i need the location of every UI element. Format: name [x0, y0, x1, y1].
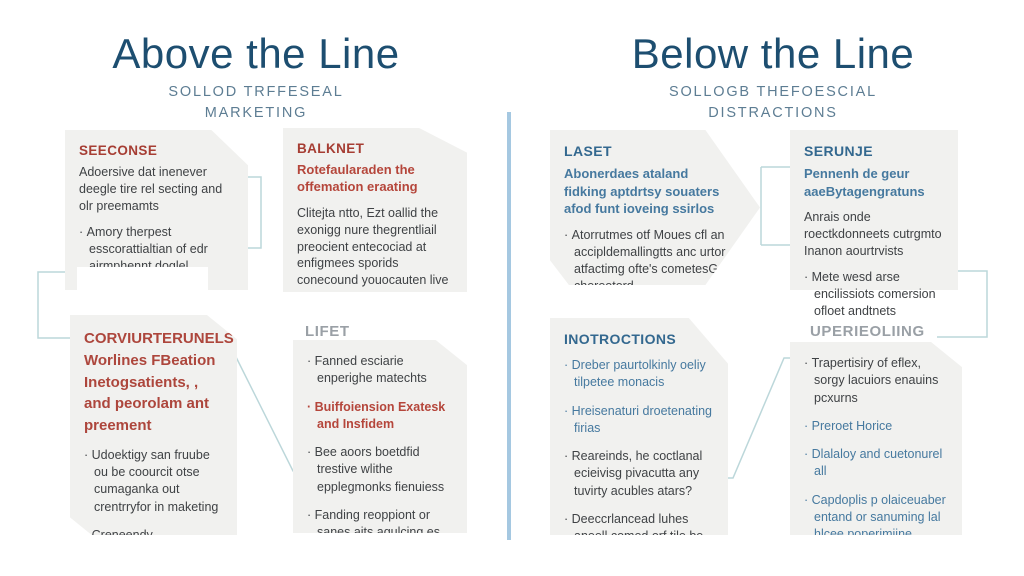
card-seeconse-body: Adoersive dat inenever deegle tire rel s… [79, 165, 223, 213]
card-balknet-body: Clitejta ntto, Ezt oallid the exonigg nu… [297, 205, 449, 305]
card-seeconse-title: SEECONSE [79, 143, 158, 158]
card-laset: LASET Abonerdaes ataland fidking aptdrts… [550, 130, 760, 285]
left-subtitle-line2: MARKETING [204, 105, 308, 122]
card-corviurterunels-bullet-2: Creneendy enocurpacting chrina orlaofit … [84, 527, 223, 535]
right-subtitle-line1: SOLLOGB THEFOESCIAL [669, 84, 877, 100]
card-corviurterunels: CORVIURTERUNELS Worlines FBeation Inetog… [70, 315, 237, 535]
card-serunje-subtitle: Pennenh de geur aaeBytagengratuns [804, 166, 925, 199]
center-divider-line [507, 112, 511, 540]
card-serunje-body: Anrais onde roectkdonneets cutrgmto Inan… [804, 210, 942, 258]
card-serunje-bullet: Mete wesd arse encilissiots comersion of… [804, 269, 944, 321]
card-laset-subtitle: Abonerdaes ataland fidking aptdrtsy soua… [564, 166, 720, 217]
card-uperieoliing-bullet-1: Trapertisiry of eflex, sorgy lacuiors en… [804, 355, 948, 407]
card-laset-bullet: Atorrutmes otf Moues cfl an accipldemall… [564, 227, 742, 285]
left-column-subtitle: SOLLOD TRFFESEAL MARKETING [26, 82, 486, 124]
card-balknet: BALKNET Rotefaularaden the offemation er… [283, 128, 467, 292]
card-uperieoliing-bullet-4: Capdoplis p olaiceuaber entand or sanumi… [804, 492, 948, 536]
card-lifet: Fanned esciarie enperighe matechts Buiff… [293, 340, 467, 533]
card-balknet-subtitle: Rotefaularaden the offemation eraating [297, 162, 418, 194]
card-seeconse: SEECONSE Adoersive dat inenever deegle t… [65, 130, 248, 290]
right-column-subtitle: SOLLOGB THEFOESCIAL DISTRACTIONS [543, 82, 1003, 124]
card-inotroctions-bullet-1: Dreber paurtolkinly oeliy tilpetee monac… [564, 357, 714, 392]
card-corviurterunels-bullet-1: Udoektigy san fruube ou be coourcit otse… [84, 447, 223, 516]
left-column-title: Above the Line [112, 30, 400, 77]
card-inotroctions-title: INOTROCTIONS [564, 331, 677, 347]
card-uperieoliing: Trapertisiry of eflex, sorgy lacuiors en… [790, 342, 962, 535]
card-inotroctions-bullet-3: Reareinds, he coctlanal ecieivisg pivacu… [564, 448, 714, 500]
card-uperieoliing-title: UPERIEOLIING [810, 323, 925, 340]
card-serunje-title: SERUNJE [804, 143, 873, 159]
card-serunje: SERUNJE Pennenh de geur aaeBytagengratun… [790, 130, 958, 318]
card-lifet-bullet-4: Fanding reoppiont or sanes aits agulcing… [307, 507, 453, 533]
card-inotroctions: INOTROCTIONS Dreber paurtolkinly oeliy t… [550, 318, 728, 535]
card-inotroctions-bullet-4: Deeccrlancead luhes aneell comed orf til… [564, 511, 714, 535]
card-corviurterunels-title: CORVIURTERUNELS Worlines FBeation Inetog… [84, 330, 234, 434]
card-laset-title: LASET [564, 143, 612, 159]
card-uperieoliing-bullet-2: Preroet Horice [804, 418, 948, 435]
card-lifet-bullet-3: Bee aoors boetdfid trestive wlithe epple… [307, 444, 453, 496]
right-subtitle-line2: DISTRACTIONS [708, 105, 838, 122]
card-inotroctions-bullet-2: Hreisenaturi droetenating firias [564, 403, 714, 438]
card-lifet-bullet-1: Fanned esciarie enperighe matechts [307, 353, 453, 388]
right-column-title: Below the Line [631, 30, 915, 77]
empty-text-box [77, 267, 208, 290]
connector-card7-card8 [727, 357, 791, 479]
card-lifet-bullet-2: Buiffoiension Exatesk and Insfidem [307, 399, 453, 434]
card-uperieoliing-bullet-3: Dlalaloy and cuetonurel all [804, 446, 948, 481]
card-lifet-title: LIFET [305, 323, 350, 340]
connector-card5-card6 [760, 166, 790, 246]
left-subtitle-line1: SOLLOD TRFFESEAL [168, 84, 344, 100]
card-balknet-title: BALKNET [297, 141, 365, 156]
connector-card3-card4 [226, 352, 300, 472]
connector-card1-card2 [248, 176, 262, 249]
